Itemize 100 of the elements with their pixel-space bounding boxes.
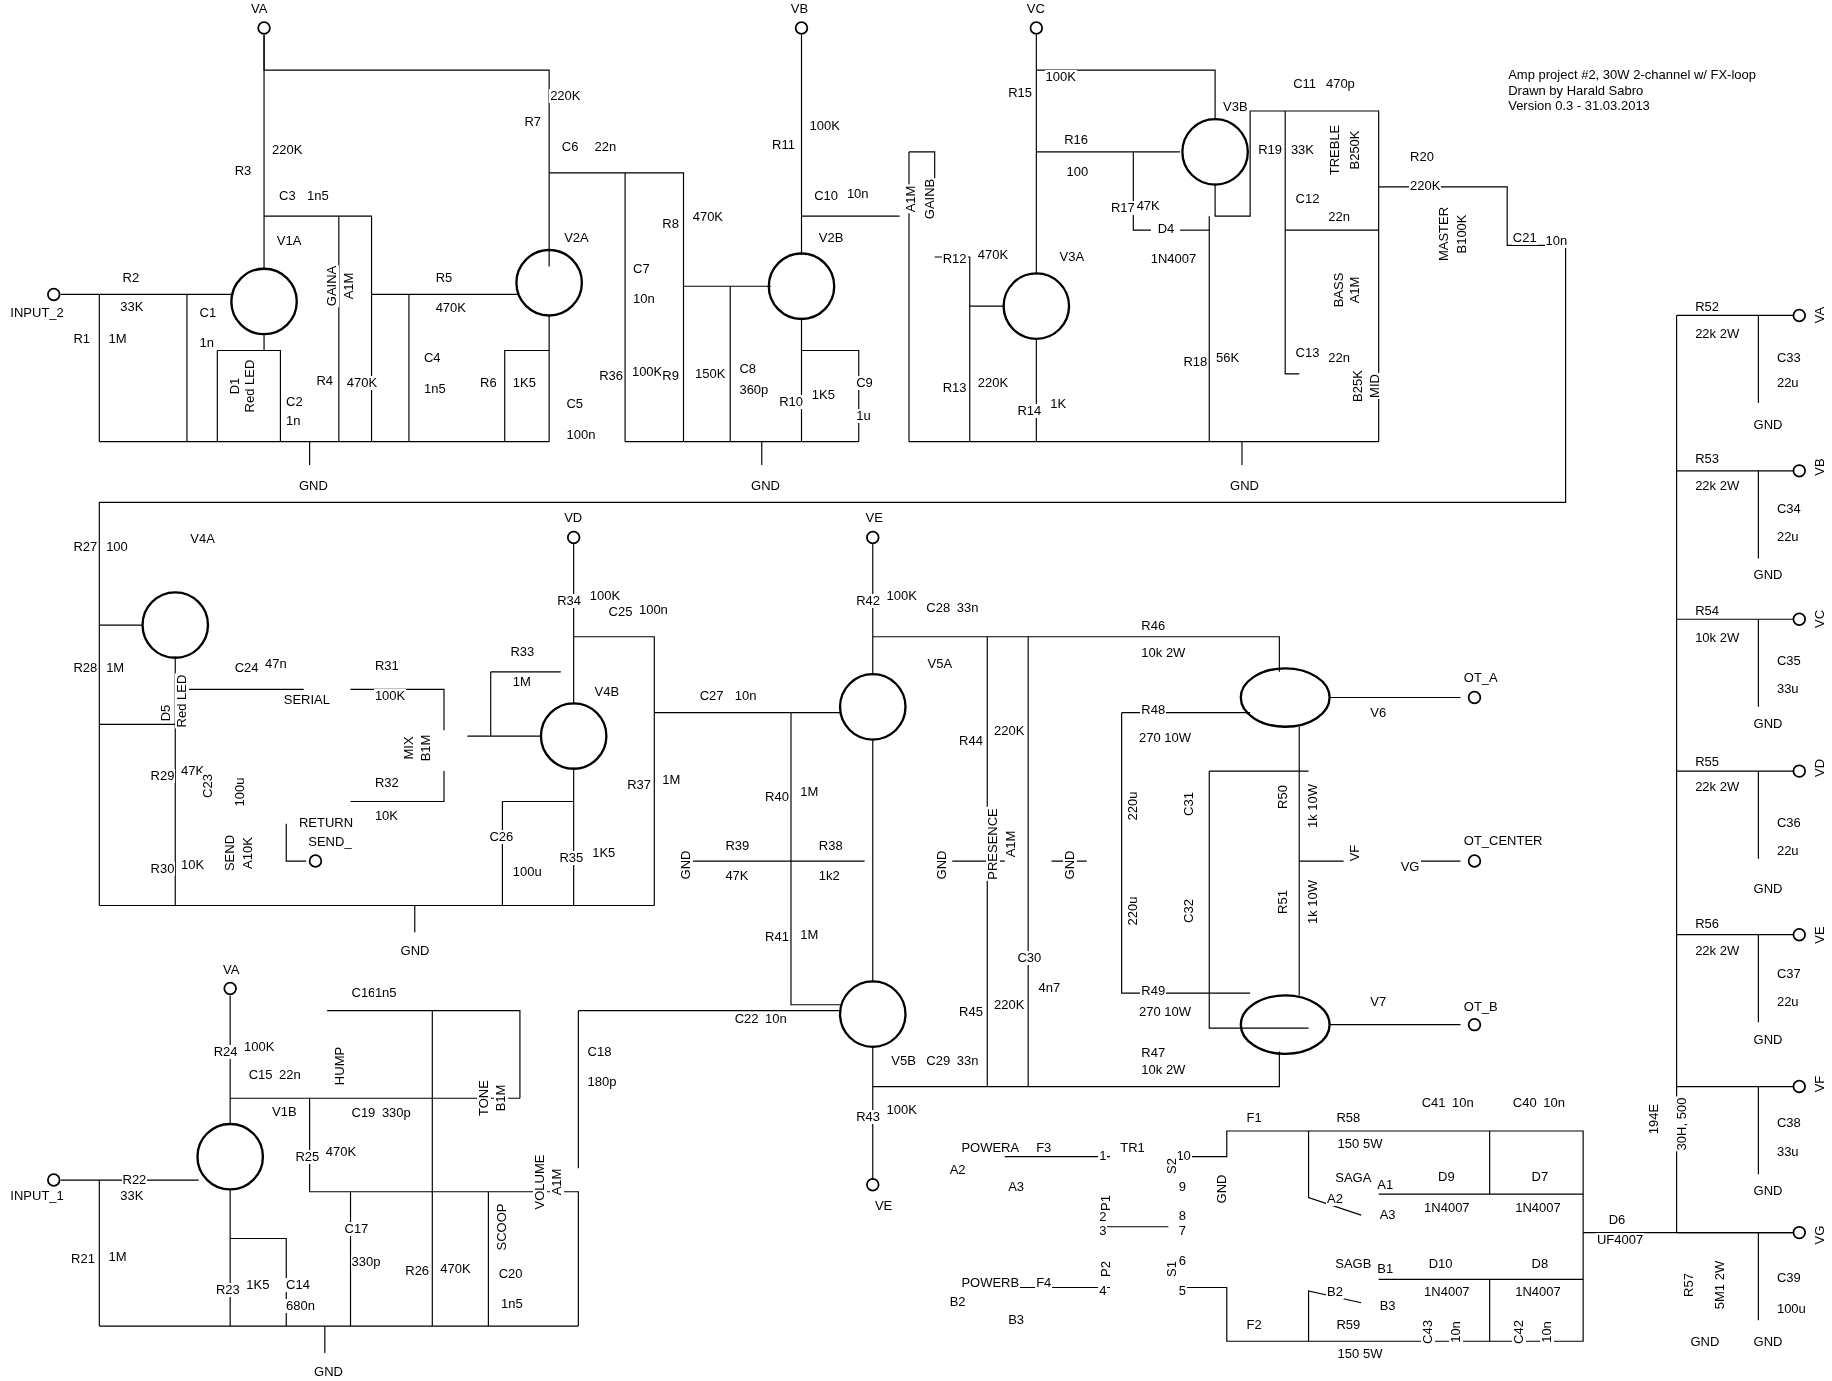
net-label: OT_B — [1462, 1000, 1499, 1015]
value-label: 150 5W — [1336, 1136, 1384, 1151]
part-label: R29 — [149, 768, 176, 783]
part-label: C12 — [1294, 191, 1321, 206]
part-label: R24 — [212, 1044, 239, 1059]
part-label: F2 — [1245, 1317, 1263, 1332]
net-label: VE — [873, 1198, 894, 1213]
value-label: 1K5 — [810, 387, 836, 402]
net-label: OT_CENTER — [1462, 834, 1544, 849]
part-label: R38 — [817, 838, 844, 853]
part-label: C42 — [1511, 1319, 1526, 1345]
part-label: V4A — [189, 531, 216, 546]
net-label: GND — [1752, 567, 1784, 582]
value-label: 30H, 500 — [1675, 1096, 1690, 1152]
part-label: R1 — [72, 331, 92, 346]
part-label: V4B — [593, 684, 621, 699]
net-label: VA — [222, 962, 241, 977]
part-label: V1A — [275, 233, 303, 248]
value-label: 22n — [1327, 350, 1351, 365]
value-label: 33K — [1289, 142, 1315, 157]
part-label: C18 — [586, 1044, 613, 1059]
part-label: V5A — [926, 656, 954, 671]
part-label: R35 — [558, 850, 585, 865]
value-label: 1n5 — [500, 1296, 524, 1311]
value-label: B25K — [1350, 368, 1365, 403]
part-label: D7 — [1530, 1169, 1550, 1184]
part-label: R10 — [778, 394, 804, 409]
part-label: MID — [1368, 372, 1383, 399]
net-label: VG — [1399, 859, 1421, 874]
value-label: Red LED — [243, 358, 257, 413]
part-label: R47 — [1140, 1045, 1167, 1060]
value-label: 100u — [232, 776, 247, 808]
net-label: GND — [1229, 479, 1260, 493]
value-label: 100n — [637, 602, 669, 617]
value-label: A1M — [1003, 829, 1018, 858]
value-label: 1u — [855, 408, 872, 423]
part-label: C9 — [855, 376, 874, 391]
part-label: R42 — [855, 593, 882, 608]
part-label: V6 — [1369, 705, 1388, 720]
part-label: GAINB — [923, 177, 937, 220]
part-label: C29 — [925, 1053, 952, 1068]
part-label: C20 — [497, 1266, 524, 1281]
net-label: HUMP — [333, 1045, 347, 1086]
net-label: OT_A — [1462, 670, 1499, 685]
value-label: 100K — [885, 588, 918, 603]
value-label: 10n — [764, 1011, 788, 1026]
pin-label: A2 — [1326, 1191, 1344, 1206]
net-label: VE — [864, 510, 884, 525]
net-label: RETURN — [297, 815, 355, 830]
part-label: R43 — [855, 1109, 882, 1124]
value-label: 470p — [1324, 77, 1356, 92]
part-label: GAINA — [324, 265, 339, 308]
net-label: SAGA — [1334, 1170, 1373, 1185]
part-label: D4 — [1156, 222, 1176, 236]
net-label: INPUT_1 — [9, 1189, 65, 1204]
value-label: A1M — [550, 1168, 565, 1197]
value-label: 100K — [630, 364, 664, 379]
value-label: 10n — [1542, 1095, 1566, 1110]
value-label: 150K — [694, 366, 727, 381]
net-label: GND — [1063, 849, 1078, 880]
value-label: 100u — [511, 864, 543, 879]
part-label: F4 — [1035, 1275, 1053, 1290]
part-label: R41 — [764, 930, 790, 944]
part-label: R39 — [724, 838, 751, 853]
pin-label: 6 — [1177, 1253, 1187, 1268]
part-label: R7 — [523, 114, 543, 129]
part-label: MIX — [401, 735, 416, 761]
part-label: C28 — [925, 600, 952, 615]
net-label: GND — [297, 479, 329, 493]
value-label: Red LED — [175, 673, 190, 729]
part-label: R55 — [1694, 754, 1720, 769]
part-label: R45 — [958, 1004, 984, 1019]
value-label: 10K — [179, 857, 206, 872]
part-label: C26 — [488, 829, 515, 844]
part-label: R32 — [373, 775, 400, 790]
value-label: 1K5 — [591, 845, 617, 860]
part-label: R19 — [1257, 142, 1283, 157]
part-label: R23 — [214, 1282, 241, 1297]
net-label: GND — [313, 1364, 344, 1379]
part-label: R14 — [1016, 404, 1043, 419]
part-label: V5B — [890, 1053, 917, 1068]
part-label: R51 — [1275, 889, 1290, 915]
value-label: 22n — [278, 1067, 302, 1082]
value-label: 10k 2W — [1694, 630, 1741, 645]
part-label: R44 — [958, 733, 984, 748]
value-label: 33u — [1775, 1145, 1800, 1159]
part-label: PRESENCE — [986, 806, 1001, 881]
value-label: 470K — [976, 247, 1010, 262]
value-label: 100K — [885, 1102, 918, 1117]
part-label: C36 — [1775, 815, 1802, 830]
value-label: 33n — [955, 600, 980, 615]
value-label: 220K — [271, 142, 304, 157]
part-label: C15 — [247, 1067, 274, 1082]
value-label: 330p — [380, 1106, 412, 1121]
net-label: GND — [934, 849, 949, 880]
pin-label: A1 — [1376, 1177, 1395, 1192]
value-label: 1M — [799, 927, 820, 942]
pin-label: B2 — [948, 1294, 967, 1309]
part-label: R17 — [1109, 200, 1136, 215]
value-label: A10K — [240, 836, 255, 870]
